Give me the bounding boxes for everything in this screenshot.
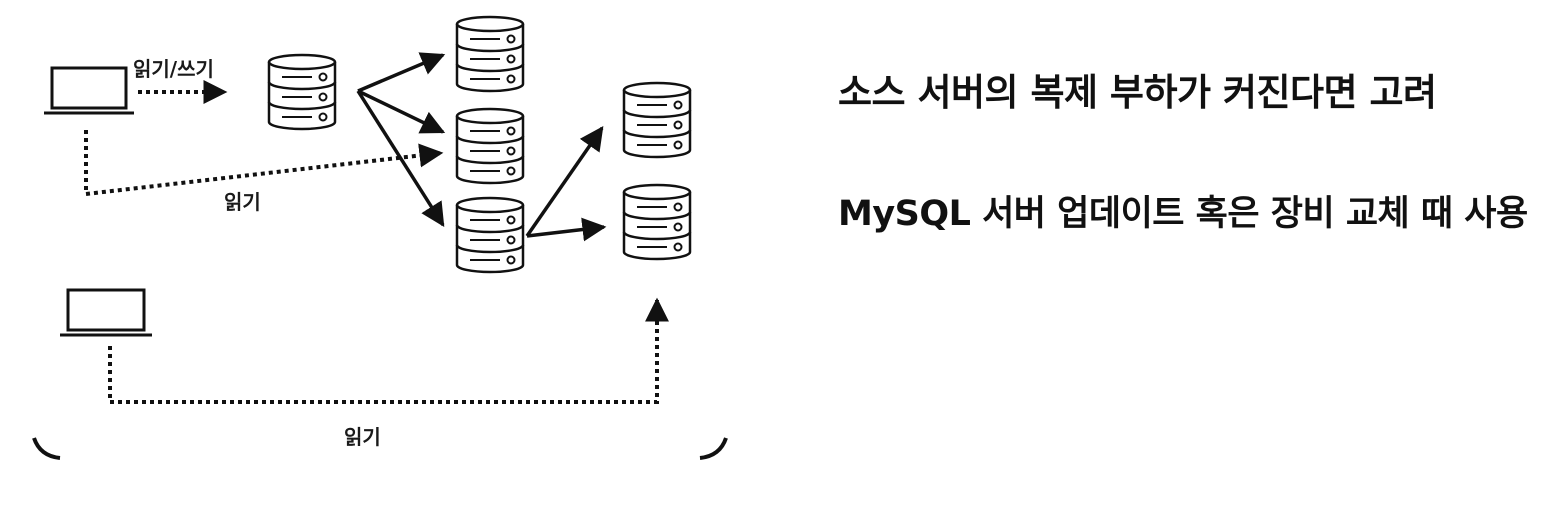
replication-arrow-2 [357, 89, 446, 134]
replica-server-4-icon [622, 81, 692, 159]
read-label-1: 읽기 [224, 190, 261, 214]
replica-server-1-icon [455, 15, 525, 93]
replication-diagram: 읽기/쓰기 읽기 읽기 [32, 15, 728, 460]
source-server-icon [267, 53, 337, 131]
replication-arrow-3 [356, 90, 445, 228]
replication-arrow-5 [526, 217, 607, 242]
client-laptop-2 [60, 288, 152, 337]
read-label-2: 읽기 [344, 425, 381, 449]
read-arrow-2 [108, 297, 669, 404]
read-write-label: 읽기/쓰기 [133, 57, 214, 81]
read-arrow-1 [84, 130, 444, 197]
client-laptop-1 [44, 66, 134, 115]
replica-server-2-icon [455, 107, 525, 185]
replication-arrow-1 [357, 52, 446, 93]
replica-server-3-icon [455, 196, 525, 274]
note-line-2: MySQL 서버 업데이트 혹은 장비 교체 때 사용 [838, 194, 1528, 234]
note-line-1: 소스 서버의 복제 부하가 커진다면 고려 [838, 71, 1437, 114]
replica-server-5-icon [622, 183, 692, 261]
group-bracket [32, 437, 728, 460]
replication-arrow-4 [525, 126, 604, 237]
